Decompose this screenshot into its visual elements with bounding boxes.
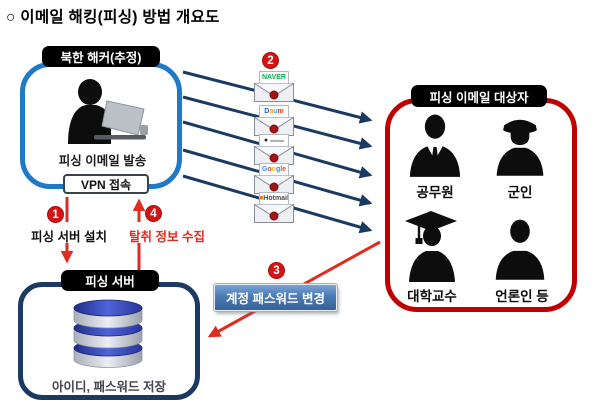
step1-label: 피싱 서버 설치 xyxy=(31,230,107,244)
public-official-icon xyxy=(409,114,461,177)
database-icon xyxy=(73,299,143,368)
target-label-official: 공무원 xyxy=(416,185,454,200)
target-label-soldier: 군인 xyxy=(507,185,533,200)
step4-label: 탈취 정보 수집 xyxy=(129,230,205,244)
step1-badge: 1 xyxy=(47,206,64,223)
target-label-journalist: 언론인 등 xyxy=(495,289,549,304)
hotmail-logo: ■Hotmail xyxy=(259,195,289,202)
hacker-box-label: 북한 해커(추정) xyxy=(42,46,160,67)
naver-logo: NAVER xyxy=(262,74,286,81)
daum-logo: Daum xyxy=(264,108,284,115)
step4-badge: 4 xyxy=(145,205,162,222)
envelope-icon xyxy=(254,175,294,194)
hacker-caption: 피싱 이메일 발송 xyxy=(58,154,147,168)
step3-badge: 3 xyxy=(268,262,285,279)
change-password-box: 계정 패스워드 변경 xyxy=(213,283,338,312)
email-envelope-daum: Daum xyxy=(254,105,294,136)
envelope-icon xyxy=(254,204,294,223)
email-envelope-naver: NAVER xyxy=(254,71,294,102)
journalist-icon xyxy=(495,219,545,280)
webmail-logo: ● ▬▬ xyxy=(263,137,285,144)
google-logo: Google xyxy=(261,166,287,173)
page-title: ○ 이메일 해킹(피싱) 방법 개요도 xyxy=(6,9,220,26)
email-envelope-google: Google xyxy=(254,163,294,194)
target-label-professor: 대학교수 xyxy=(407,289,457,304)
envelope-icon xyxy=(254,117,294,136)
vpn-access-box: VPN 접속 xyxy=(63,174,149,194)
envelope-icon xyxy=(254,83,294,102)
soldier-icon xyxy=(496,119,544,176)
hacker-at-laptop-icon xyxy=(68,79,148,144)
professor-icon xyxy=(405,211,457,282)
webmail-letter: ■Hotmail xyxy=(259,192,289,205)
email-envelope-webmail: ● ▬▬ xyxy=(254,134,294,165)
phishing-targets-label: 피싱 이메일 대상자 xyxy=(411,85,547,107)
webmail-letter: Daum xyxy=(259,105,289,118)
envelope-icon xyxy=(254,146,294,165)
webmail-letter: Google xyxy=(259,163,289,176)
phishing-server-label: 피싱 서버 xyxy=(61,270,159,291)
step2-badge: 2 xyxy=(262,52,279,69)
email-envelope-hotmail: ■Hotmail xyxy=(254,192,294,223)
server-caption: 아이디, 패스워드 저장 xyxy=(52,380,166,394)
